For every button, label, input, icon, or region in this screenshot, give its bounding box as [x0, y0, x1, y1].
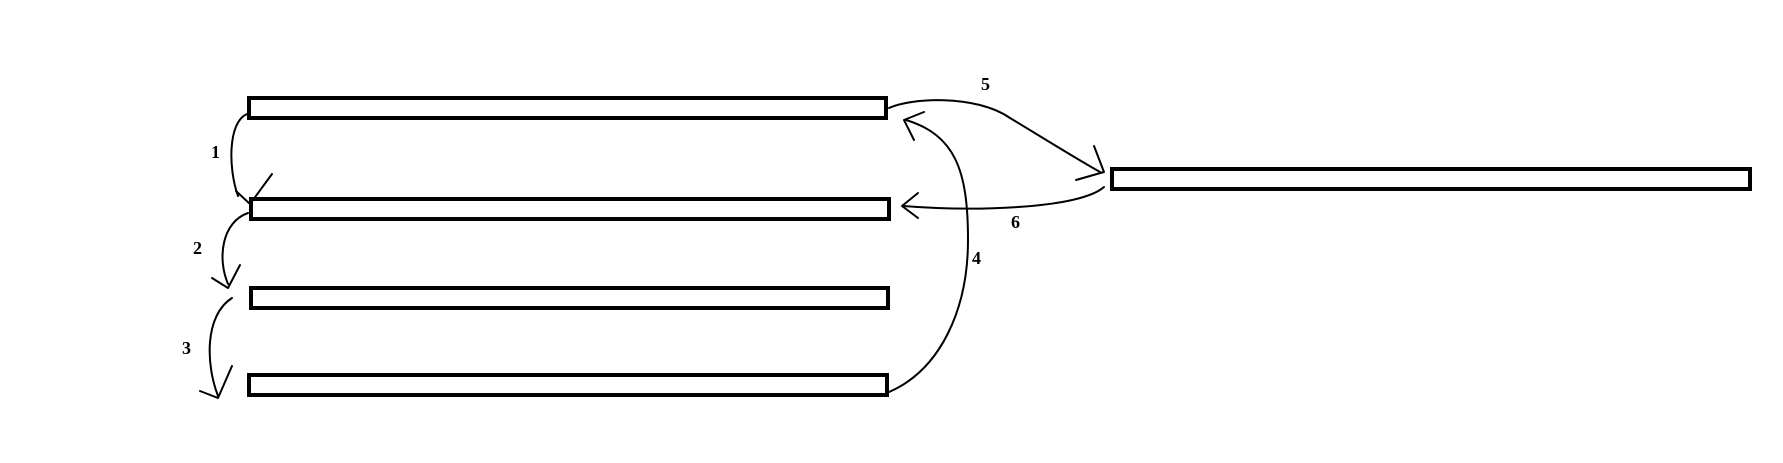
arrow-step-1	[230, 113, 248, 197]
arrow-step-6	[902, 186, 1105, 210]
step-label-6: 6	[1011, 212, 1020, 232]
step-label-3: 3	[182, 338, 191, 358]
step-label-2: 2	[193, 238, 202, 258]
arrow-step-4	[888, 119, 969, 393]
bar-row-1	[247, 96, 888, 120]
arrow-step-3	[208, 297, 233, 397]
step-label-1: 1	[211, 142, 220, 162]
step-label-5: 5	[981, 74, 990, 94]
step-label-4: 4	[972, 248, 981, 268]
arrow-step-4-head	[903, 111, 925, 141]
arrow-step-5-head	[1075, 145, 1105, 181]
bar-row-3	[249, 286, 890, 310]
bar-row-2	[249, 197, 891, 221]
arrow-step-3-head	[199, 365, 233, 399]
arrow-step-2	[221, 212, 249, 285]
bar-target-row	[1110, 167, 1752, 191]
bar-row-4	[247, 373, 889, 397]
arrow-step-1-head	[235, 173, 273, 205]
arrow-step-6-head	[901, 192, 919, 219]
arrow-step-5	[888, 99, 1101, 173]
arrow-step-2-head	[211, 264, 241, 289]
